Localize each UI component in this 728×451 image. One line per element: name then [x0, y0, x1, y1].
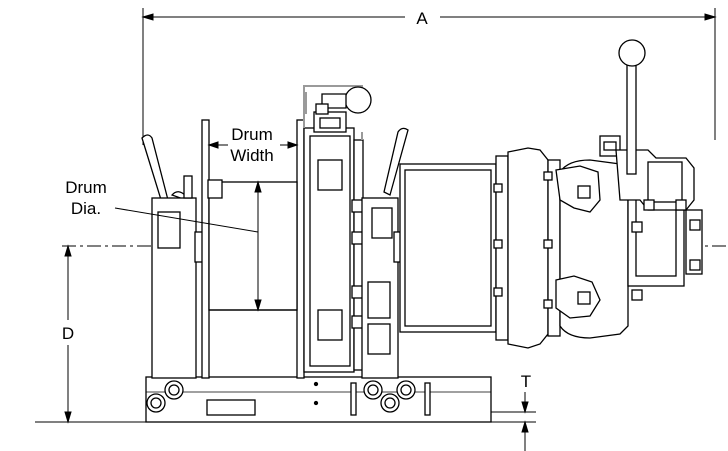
dimension-t-label: T — [521, 372, 531, 391]
dimension-a-label: A — [416, 9, 428, 28]
dimension-d — [35, 244, 146, 424]
drum-dia-label-line1: Drum — [65, 178, 107, 197]
dimension-d-label: D — [62, 324, 74, 343]
drum-width-label-line2: Width — [230, 146, 273, 165]
top-valve — [315, 86, 372, 115]
dimension-a — [141, 8, 717, 145]
gear-housing — [303, 111, 365, 373]
left-side-frame — [141, 134, 206, 379]
motor-body — [399, 147, 561, 349]
drum-dia-label-line2: Dia. — [71, 199, 101, 218]
drum-width-dimension — [207, 141, 299, 149]
drum-width-label-line1: Drum — [231, 125, 273, 144]
drum-dia-dimension — [114, 180, 262, 312]
dimension-t — [491, 392, 536, 451]
drum-assembly — [201, 119, 305, 379]
control-lever — [618, 39, 646, 175]
base-frame — [145, 376, 492, 423]
right-side-frame — [361, 127, 409, 379]
